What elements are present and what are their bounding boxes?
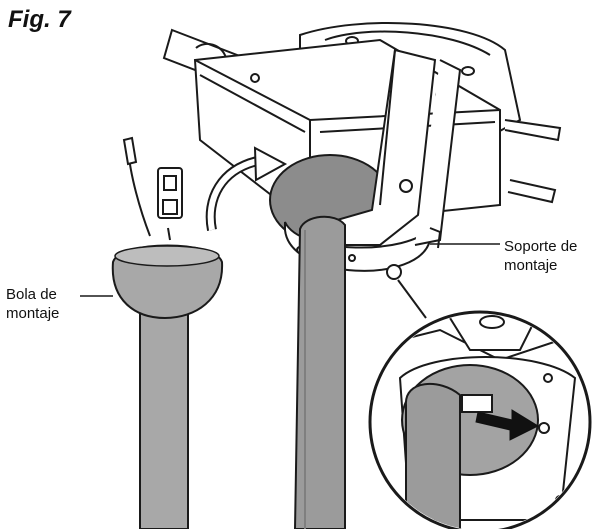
- callout-mounting-ball-line-1: Bola de: [6, 286, 57, 303]
- center-downrod: [293, 215, 346, 529]
- mounting-ball: [111, 244, 224, 320]
- rotation-arrow: [205, 146, 288, 231]
- direction-arrow: [475, 409, 540, 441]
- callout-mounting-bracket: Soporte de montaje: [504, 237, 577, 275]
- callout-mounting-bracket-line-1: Soporte de: [504, 238, 578, 255]
- wire-tip: [122, 136, 138, 166]
- mounting-bracket: [326, 48, 462, 249]
- figure-title: Fig. 7: [8, 6, 71, 33]
- callout-mounting-bracket-line-2: montaje: [504, 257, 558, 274]
- left-downrod: [139, 299, 189, 529]
- zoom-leader: [386, 264, 427, 319]
- callout-mounting-ball: Bola de montaje: [6, 285, 59, 323]
- callout-mounting-ball-line-2: montaje: [6, 305, 60, 322]
- wire-connector-icon: [157, 167, 183, 219]
